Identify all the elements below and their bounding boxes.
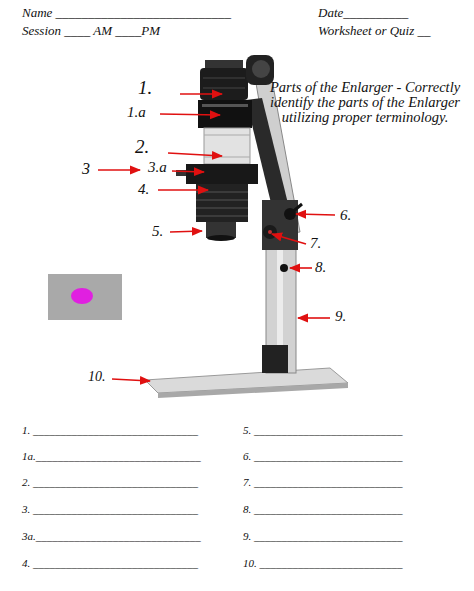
leader-arrow [168, 153, 222, 156]
callout-number: 1. [138, 77, 152, 99]
bellows-rib [196, 200, 248, 201]
answer-line: 3a.______________________________ [22, 530, 201, 543]
leader-arrow [98, 169, 140, 171]
condenser-housing [204, 128, 250, 164]
answer-line: 1. ______________________________ [22, 424, 198, 437]
session-field: Session ____ AM ____PM [22, 24, 160, 39]
housing-stripe [204, 135, 250, 136]
callout-number: 2. [135, 136, 149, 158]
answer-line: 8. ___________________________ [243, 503, 403, 516]
lens-front [207, 235, 235, 241]
leader-arrow [160, 114, 220, 115]
callout-number: 10. [88, 369, 106, 385]
lock-knob [280, 264, 288, 272]
elevation-knob [284, 208, 296, 220]
date-field: Date__________ [318, 6, 408, 21]
callout-number: 7. [310, 235, 321, 252]
answer-line: 10. __________________________ [243, 557, 403, 570]
baseboard-edge [158, 383, 348, 398]
leader-arrow [170, 231, 202, 232]
callout-number: 9. [335, 308, 346, 325]
fan-housing [246, 55, 274, 85]
answer-line: 4. ______________________________ [22, 557, 198, 570]
answer-line: 6. ___________________________ [243, 450, 403, 463]
leader-arrow [172, 171, 204, 172]
name-field: Name ___________________________ [22, 6, 231, 21]
bellows-rib [196, 216, 248, 217]
bellows-rib [196, 208, 248, 209]
lamp-rib [203, 88, 245, 89]
leader-arrow [112, 379, 150, 381]
leader-arrow [158, 189, 208, 191]
callout-number: 6. [340, 207, 351, 224]
leader-arrow [298, 317, 330, 319]
callout-number: 1.a [127, 104, 146, 121]
answer-line: 2. ______________________________ [22, 476, 198, 489]
answer-line: 3. ______________________________ [22, 503, 198, 516]
lamp-house [200, 68, 248, 100]
worksheet-title: Parts of the Enlarger - Correctly identi… [268, 80, 462, 125]
fan [252, 60, 270, 78]
answer-line: 1a.______________________________ [22, 450, 201, 463]
callout-number: 5. [152, 223, 163, 240]
ring-highlight [202, 104, 248, 107]
bellows-rib [196, 192, 248, 193]
leader-arrow [296, 214, 335, 215]
housing-stripe [204, 157, 250, 158]
worksheet-field: Worksheet or Quiz __ [318, 24, 431, 39]
magenta-dot [71, 288, 93, 304]
lamp-rib [203, 78, 245, 79]
answer-line: 7. ___________________________ [243, 476, 403, 489]
column-foot [262, 345, 288, 373]
answer-line: 9. ___________________________ [243, 530, 403, 543]
callout-number: 4. [138, 181, 149, 198]
answer-line: 5. ___________________________ [243, 424, 403, 437]
callout-number: 3 [82, 160, 90, 178]
carriage [262, 200, 298, 250]
leader-arrow [272, 234, 306, 244]
negative-carrier [186, 164, 258, 184]
callout-number: 3.a [148, 159, 167, 176]
gray-square [48, 274, 122, 320]
leader-arrow [290, 267, 312, 269]
callout-number: 8. [315, 259, 326, 276]
knob-center [268, 230, 272, 234]
leader-arrow [180, 93, 222, 95]
focus-knob [263, 225, 277, 239]
